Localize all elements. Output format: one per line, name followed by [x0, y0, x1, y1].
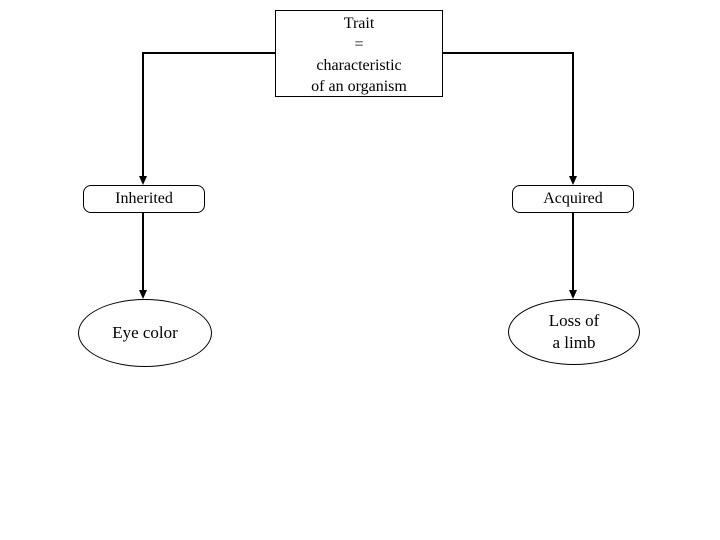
root-node-line: Trait	[343, 15, 375, 32]
branch-node-label: Acquired	[543, 190, 603, 207]
branch-node-label: Inherited	[115, 190, 173, 207]
connector-root-to-acquired-horizontal	[442, 52, 574, 54]
down-arrowhead-icon	[139, 176, 147, 185]
connector-inherited-to-eyecolor	[142, 213, 144, 291]
connector-root-to-inherited-horizontal	[142, 52, 275, 54]
root-node-trait: Trait = characteristic of an organism	[275, 10, 443, 97]
example-node-line: Loss of	[548, 311, 600, 330]
down-arrowhead-icon	[569, 176, 577, 185]
branch-node-acquired: Acquired	[512, 185, 634, 213]
connector-acquired-to-lossofalimb	[572, 213, 574, 291]
down-arrowhead-icon	[139, 290, 147, 299]
example-node-eye-color: Eye color	[78, 299, 212, 367]
example-node-line: Eye color	[112, 323, 178, 342]
connector-root-to-inherited-vertical	[142, 52, 144, 177]
down-arrowhead-icon	[569, 290, 577, 299]
root-node-line: =	[354, 36, 364, 53]
root-node-line: characteristic	[316, 57, 402, 74]
example-node-line: a limb	[552, 333, 596, 352]
connector-root-to-acquired-vertical	[572, 52, 574, 177]
root-node-line: of an organism	[311, 78, 407, 95]
branch-node-inherited: Inherited	[83, 185, 205, 213]
example-node-loss-of-a-limb: Loss of a limb	[508, 299, 640, 365]
